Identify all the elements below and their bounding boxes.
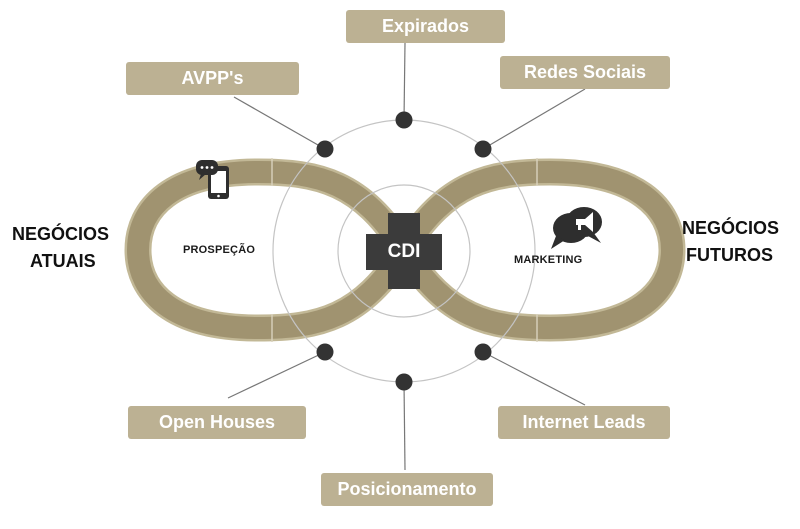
negocios-futuros-line1: NEGÓCIOS: [682, 218, 780, 238]
node-redes-sociais: [474, 140, 492, 158]
negocios-atuais-line1: NEGÓCIOS: [12, 224, 110, 244]
node-internet-leads: [474, 343, 492, 361]
posicionamento-tag[interactable]: Posicionamento: [321, 473, 493, 506]
cdi-cross-horizontal: [366, 234, 442, 270]
connector-lines: [227, 42, 586, 471]
internet-leads-tag[interactable]: Internet Leads: [498, 406, 670, 439]
connector-internet-leads: [482, 351, 586, 406]
open-houses-tag[interactable]: Open Houses: [128, 406, 306, 439]
phone-chat-icon: [196, 160, 229, 199]
ring-nodes: [316, 111, 492, 391]
negocios-futuros-line2: FUTUROS: [686, 245, 773, 265]
avpps-tag[interactable]: AVPP's: [126, 62, 299, 95]
connector-open-houses: [227, 351, 326, 399]
connector-posicionamento: [403, 381, 406, 471]
negocios-futuros-label: NEGÓCIOS FUTUROS: [682, 215, 779, 269]
marketing-label: MARKETING: [514, 254, 583, 266]
expirados-tag[interactable]: Expirados: [346, 10, 505, 43]
negocios-atuais-line2: ATUAIS: [30, 251, 96, 271]
negocios-atuais-label: NEGÓCIOS ATUAIS: [12, 221, 109, 275]
cdi-cross: [366, 213, 442, 289]
node-open-houses: [316, 343, 334, 361]
node-posicionamento: [395, 373, 413, 391]
cdi-label: CDI: [387, 241, 421, 262]
connector-avpps: [233, 96, 326, 150]
prospecao-label: PROSPEÇÃO: [183, 244, 256, 256]
inner-ring: [337, 184, 471, 318]
connector-expirados: [403, 42, 406, 121]
redes-sociais-tag[interactable]: Redes Sociais: [500, 56, 670, 89]
connector-redes-sociais: [482, 88, 586, 150]
node-avpps: [316, 140, 334, 158]
node-expirados: [395, 111, 413, 129]
megaphone-speech-icon: [551, 207, 602, 249]
loop-segments: [271, 158, 538, 342]
